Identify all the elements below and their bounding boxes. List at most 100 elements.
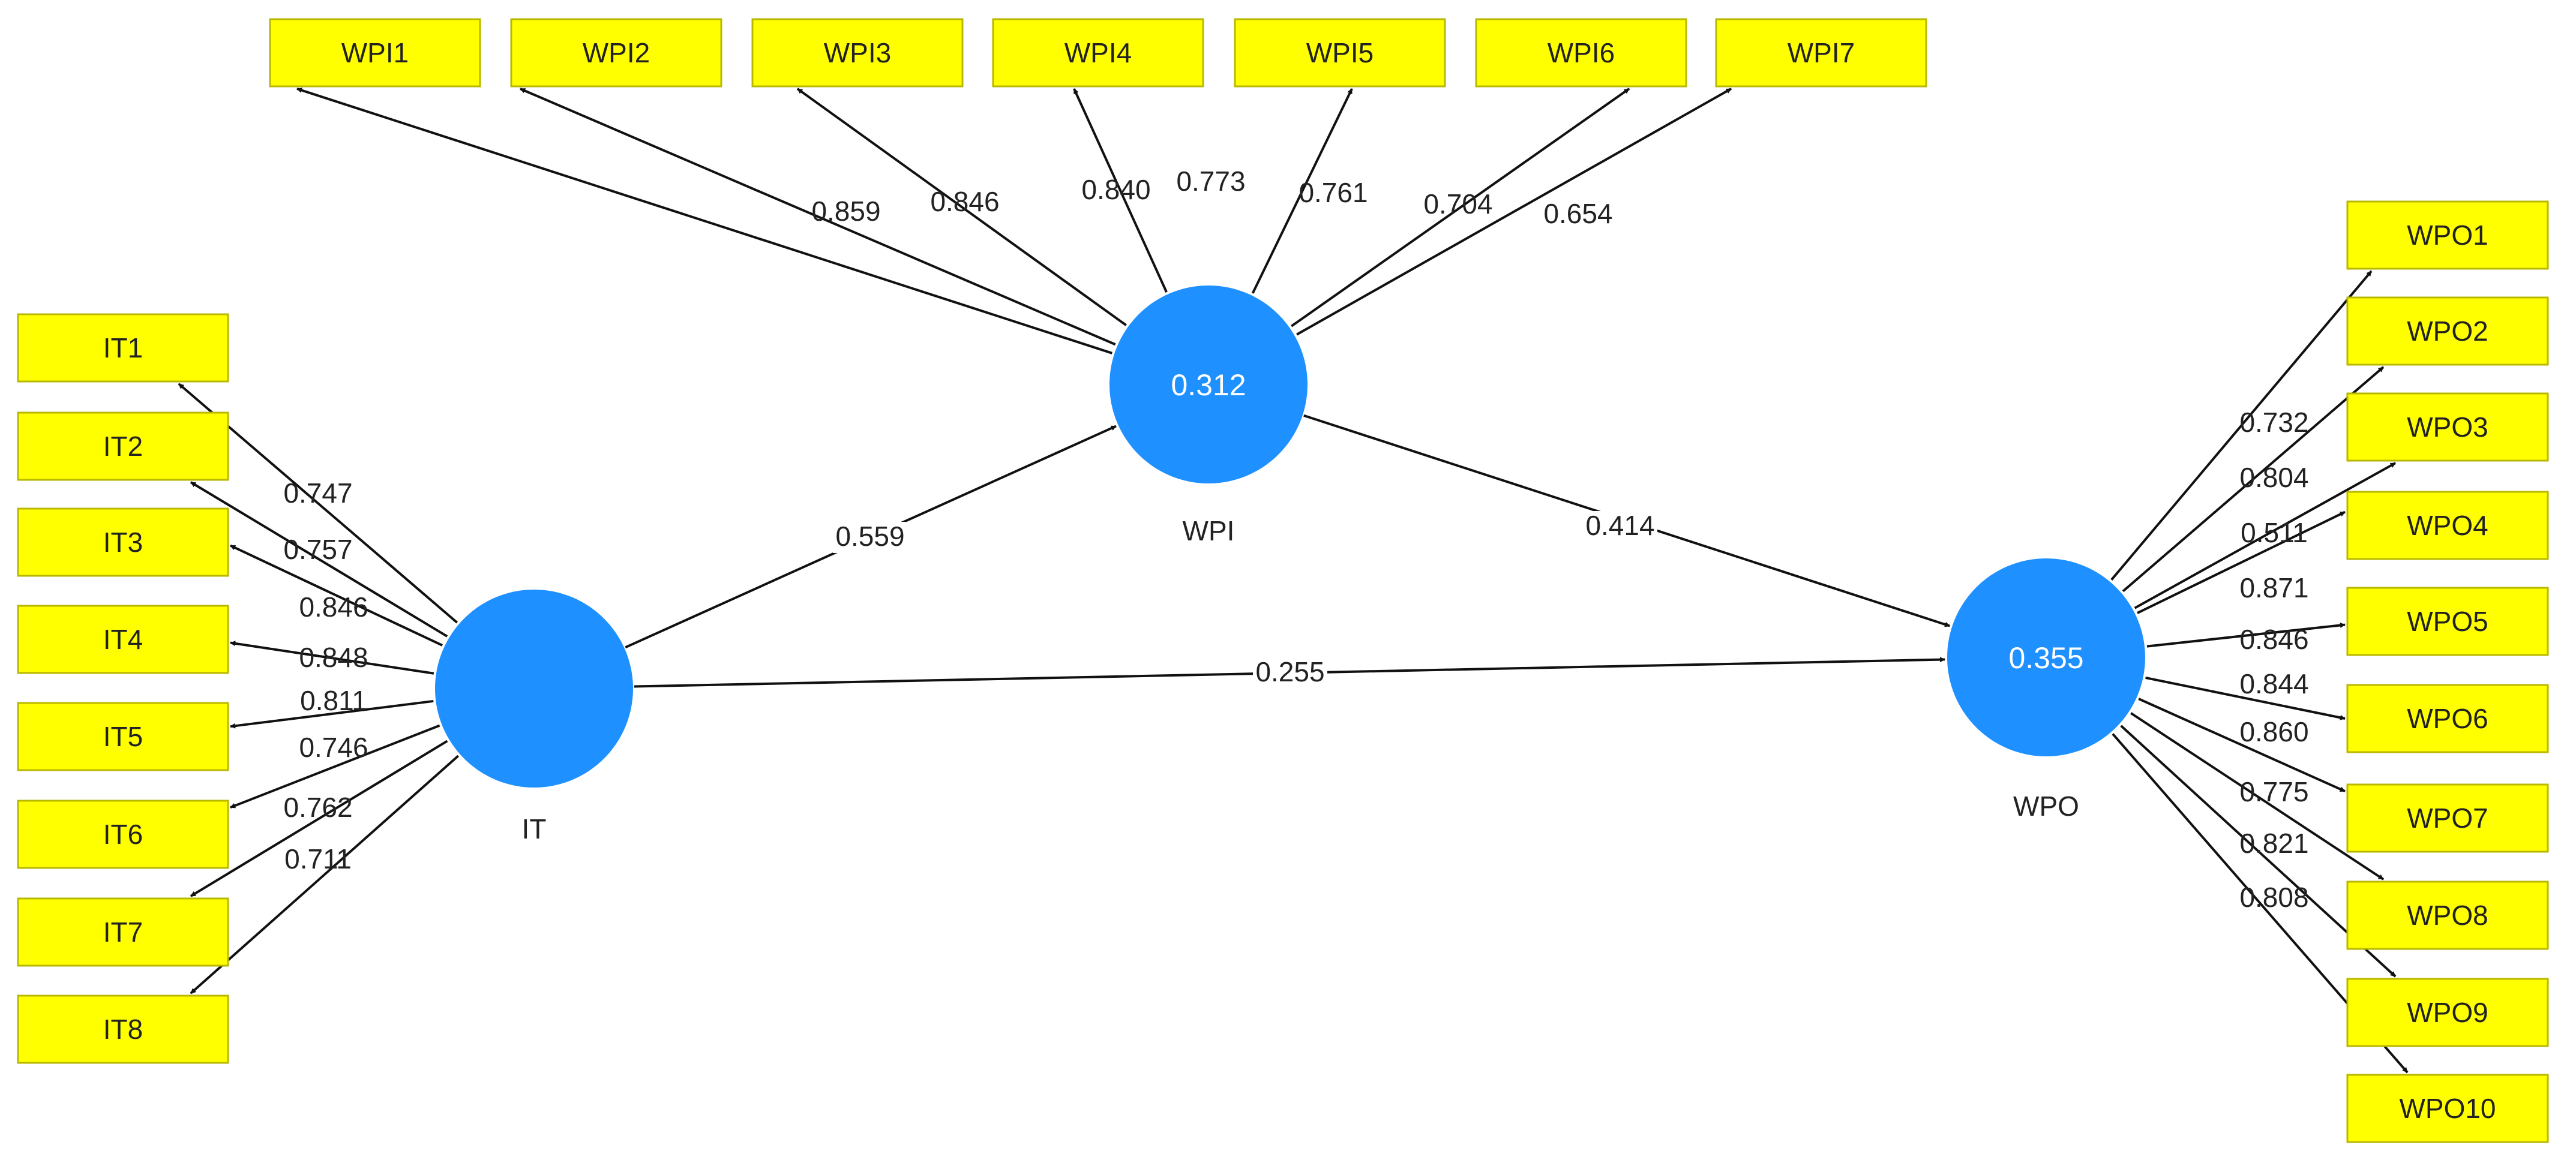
path-coefficient-wpi-wpo: 0.414 xyxy=(1585,510,1654,541)
construct-circle[interactable] xyxy=(435,590,633,788)
indicator-box[interactable] xyxy=(992,18,1204,88)
indicator-box[interactable] xyxy=(2346,200,2549,270)
path-label-background xyxy=(1253,657,1327,689)
loading-arrow-wpi3 xyxy=(796,88,1127,326)
indicator-wpo7[interactable]: WPO7 xyxy=(2346,783,2549,853)
indicator-box[interactable] xyxy=(2346,978,2549,1047)
indicator-wpi2[interactable]: WPI2 xyxy=(510,18,722,88)
indicator-it1[interactable]: IT1 xyxy=(17,313,229,383)
indicator-wpo1[interactable]: WPO1 xyxy=(2346,200,2549,270)
indicator-box[interactable] xyxy=(2346,880,2549,950)
indicator-box[interactable] xyxy=(17,994,229,1064)
indicator-box[interactable] xyxy=(17,313,229,383)
indicator-box[interactable] xyxy=(17,897,229,967)
indicator-label: WPI3 xyxy=(824,37,891,68)
indicator-box[interactable] xyxy=(510,18,722,88)
indicator-box[interactable] xyxy=(269,18,481,88)
indicator-wpo2[interactable]: WPO2 xyxy=(2346,296,2549,366)
indicator-box[interactable] xyxy=(2346,587,2549,656)
indicator-it4[interactable]: IT4 xyxy=(17,605,229,674)
construct-it[interactable]: IT xyxy=(435,590,633,845)
loading-value-wpi4: 0.773 xyxy=(1176,166,1245,197)
indicator-wpo8[interactable]: WPO8 xyxy=(2346,880,2549,950)
indicator-it3[interactable]: IT3 xyxy=(17,507,229,577)
indicator-label: WPO3 xyxy=(2407,411,2488,443)
indicator-box[interactable] xyxy=(17,605,229,674)
loading-value-it2: 0.757 xyxy=(283,534,352,565)
loading-arrow-wpi5 xyxy=(1251,88,1353,294)
r-squared-value: 0.312 xyxy=(1171,368,1246,402)
indicator-wpo5[interactable]: WPO5 xyxy=(2346,587,2549,656)
construct-name: IT xyxy=(522,813,547,845)
indicator-box[interactable] xyxy=(2346,491,2549,560)
indicator-label: WPI5 xyxy=(1306,37,1374,68)
indicator-box[interactable] xyxy=(17,507,229,577)
loading-value-wpi2: 0.846 xyxy=(930,186,999,217)
indicator-wpo10[interactable]: WPO10 xyxy=(2346,1074,2549,1143)
path-label-background xyxy=(1583,511,1657,542)
path-coefficient-it-wpi: 0.559 xyxy=(835,521,904,552)
loading-arrow-wpo8 xyxy=(2130,712,2385,880)
indicator-it7[interactable]: IT7 xyxy=(17,897,229,967)
indicator-wpi5[interactable]: WPI5 xyxy=(1234,18,1446,88)
indicator-box[interactable] xyxy=(2346,392,2549,462)
indicator-box[interactable] xyxy=(1234,18,1446,88)
loading-arrow-wpi6 xyxy=(1291,88,1630,327)
indicator-wpo4[interactable]: WPO4 xyxy=(2346,491,2549,560)
indicator-label: WPI6 xyxy=(1548,37,1615,68)
construct-circle[interactable] xyxy=(1109,286,1308,483)
indicator-box[interactable] xyxy=(2346,684,2549,753)
loading-arrow-wpo3 xyxy=(2134,462,2396,609)
loading-arrow-it3 xyxy=(230,544,443,647)
indicator-box[interactable] xyxy=(17,800,229,869)
loading-arrow-wpo7 xyxy=(2138,698,2346,793)
loading-arrow-it5 xyxy=(230,699,434,729)
indicator-wpi3[interactable]: WPI3 xyxy=(751,18,964,88)
indicator-wpo9[interactable]: WPO9 xyxy=(2346,978,2549,1047)
indicator-label: IT3 xyxy=(103,527,143,558)
loading-arrow-wpi2 xyxy=(520,88,1116,346)
indicator-it8[interactable]: IT8 xyxy=(17,994,229,1064)
loading-value-wpo1: 0.732 xyxy=(2239,407,2308,438)
loading-value-it5: 0.811 xyxy=(300,685,367,716)
indicator-wpi1[interactable]: WPI1 xyxy=(269,18,481,88)
indicator-wpi6[interactable]: WPI6 xyxy=(1475,18,1687,88)
indicator-box[interactable] xyxy=(17,411,229,481)
indicator-wpo6[interactable]: WPO6 xyxy=(2346,684,2549,753)
indicator-box[interactable] xyxy=(751,18,964,88)
indicator-wpi7[interactable]: WPI7 xyxy=(1715,18,1927,88)
indicator-it5[interactable]: IT5 xyxy=(17,702,229,771)
construct-name: WPI xyxy=(1183,515,1235,546)
indicator-wpo3[interactable]: WPO3 xyxy=(2346,392,2549,462)
indicator-box[interactable] xyxy=(2346,296,2549,366)
construct-circle[interactable] xyxy=(1947,558,2145,756)
indicator-box[interactable] xyxy=(1715,18,1927,88)
indicator-label: WPI1 xyxy=(341,37,409,68)
indicator-label: WPO5 xyxy=(2407,606,2488,637)
indicator-it2[interactable]: IT2 xyxy=(17,411,229,481)
indicator-it6[interactable]: IT6 xyxy=(17,800,229,869)
loading-arrow-it6 xyxy=(230,724,440,809)
indicator-box[interactable] xyxy=(2346,783,2549,853)
indicator-box[interactable] xyxy=(17,702,229,771)
loading-value-wpo7: 0.860 xyxy=(2239,716,2308,747)
indicator-box[interactable] xyxy=(1475,18,1687,88)
loading-arrow-wpo1 xyxy=(2110,270,2373,581)
indicator-label: WPO10 xyxy=(2399,1093,2496,1124)
indicator-label: WPI4 xyxy=(1064,37,1132,68)
indicator-box[interactable] xyxy=(2346,1074,2549,1143)
loading-value-wpo8: 0.775 xyxy=(2239,776,2308,807)
loading-value-it8: 0.711 xyxy=(284,843,352,875)
loading-value-it6: 0.746 xyxy=(299,732,368,763)
loading-value-wpi7: 0.654 xyxy=(1543,198,1612,229)
construct-name: WPO xyxy=(2013,791,2079,822)
loading-arrow-it4 xyxy=(230,641,434,675)
loading-arrow-it2 xyxy=(190,481,448,638)
indicator-wpi4[interactable]: WPI4 xyxy=(992,18,1204,88)
loading-arrow-wpo5 xyxy=(2146,623,2346,648)
indicator-label: WPO7 xyxy=(2407,803,2488,834)
